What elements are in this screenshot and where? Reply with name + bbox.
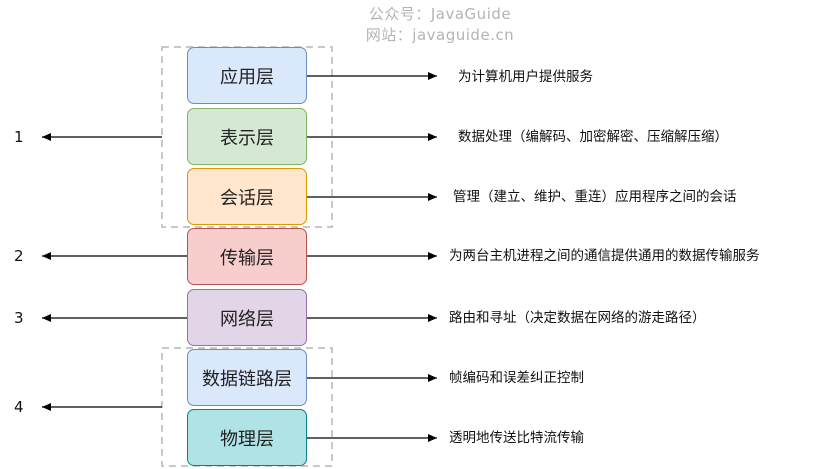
group-label-4: 4 — [14, 398, 24, 416]
description-arrows — [307, 72, 437, 442]
group-arrows — [42, 133, 187, 411]
layer-datalink: 数据链路层 — [187, 349, 307, 406]
group-label-3: 3 — [14, 309, 24, 327]
desc-physical: 透明地传送比特流传输 — [449, 430, 584, 446]
desc-application: 为计算机用户提供服务 — [458, 69, 593, 85]
layer-application: 应用层 — [187, 47, 307, 104]
layer-network: 网络层 — [187, 289, 307, 346]
desc-network: 路由和寻址（决定数据在网络的游走路径） — [449, 310, 706, 326]
desc-presentation: 数据处理（编解码、加密解密、压缩解压缩） — [458, 129, 728, 145]
group-label-2: 2 — [14, 247, 24, 265]
watermark-website: 网站：javaguide.cn — [365, 26, 515, 44]
watermark-wechat: 公众号：JavaGuide — [368, 5, 512, 23]
layer-physical: 物理层 — [187, 409, 307, 466]
group-label-1: 1 — [14, 128, 24, 146]
layer-transport: 传输层 — [187, 228, 307, 285]
desc-datalink: 帧编码和误差纠正控制 — [449, 370, 584, 386]
layer-session: 会话层 — [187, 168, 307, 225]
desc-session: 管理（建立、维护、重连）应用程序之间的会话 — [453, 189, 737, 205]
desc-transport: 为两台主机进程之间的通信提供通用的数据传输服务 — [449, 248, 760, 264]
layer-presentation: 表示层 — [187, 108, 307, 165]
